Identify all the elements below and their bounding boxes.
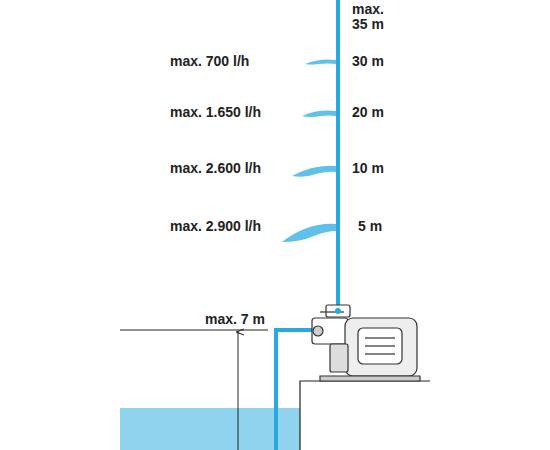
height-label: max. 7 m bbox=[205, 312, 265, 327]
suction-pipe bbox=[276, 330, 312, 450]
height-ticks bbox=[328, 62, 337, 227]
height-label: max. 1.650 l/h bbox=[170, 105, 261, 120]
height-label: 30 m bbox=[352, 54, 384, 69]
water-jets bbox=[282, 60, 336, 243]
height-label: 10 m bbox=[352, 161, 384, 176]
height-label: 20 m bbox=[352, 105, 384, 120]
height-label: max. 2.900 l/h bbox=[170, 219, 261, 234]
height-label: max. 2.600 l/h bbox=[170, 161, 261, 176]
height-label: max. 35 m bbox=[352, 2, 390, 32]
dimension-arrow bbox=[238, 332, 239, 450]
delivery-pipe bbox=[336, 0, 340, 312]
height-label: 5 m bbox=[358, 219, 382, 234]
reference-line bbox=[120, 330, 268, 331]
height-label: max. 700 l/h bbox=[170, 54, 249, 69]
ground-ledge bbox=[300, 381, 430, 450]
water bbox=[120, 408, 300, 450]
pump-symbol bbox=[312, 305, 420, 381]
